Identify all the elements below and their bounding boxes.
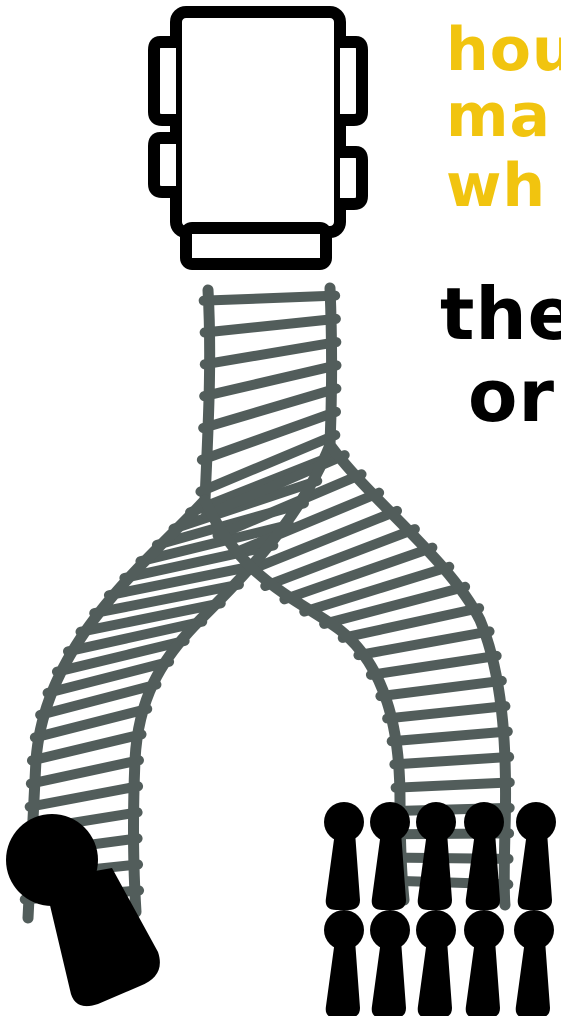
trolley-base xyxy=(186,228,326,264)
question-line-3: wh xyxy=(446,156,546,216)
group-figure-body xyxy=(326,832,360,910)
group-figure-body xyxy=(516,940,550,1016)
lone-figure-head xyxy=(6,814,98,906)
trolley-wheel-right-bottom xyxy=(340,152,362,204)
railroad-tie xyxy=(392,731,508,741)
group-figure-head xyxy=(416,910,456,950)
group-figure xyxy=(514,910,554,1016)
trolley-wheel-right-top xyxy=(340,42,362,120)
group-figure-head xyxy=(370,910,410,950)
rail-right-branch-inner xyxy=(205,500,404,900)
group-figure-body xyxy=(518,832,552,910)
trolley-wheel-left-top xyxy=(154,42,176,120)
group-figure-head xyxy=(464,910,504,950)
group-figure-body xyxy=(372,832,406,910)
group-figure-head xyxy=(324,802,364,842)
answer-line-1: the xyxy=(440,278,561,350)
railroad-tie xyxy=(387,706,505,718)
group-figure-body xyxy=(418,940,452,1016)
trolley xyxy=(154,12,362,264)
group-figure xyxy=(416,910,456,1016)
railroad-tie xyxy=(31,760,139,783)
trolley-wheel-left-bottom xyxy=(154,138,176,192)
group-figure-head xyxy=(324,910,364,950)
railroad-tie xyxy=(204,296,336,301)
railroad-tie xyxy=(394,757,509,764)
group-figure-body xyxy=(466,832,500,910)
railroad-tie xyxy=(396,782,510,787)
group-figure-head xyxy=(416,802,456,842)
railroad-tie xyxy=(205,342,337,364)
group-figure-body xyxy=(326,940,360,1016)
question-line-1: hou xyxy=(446,20,561,80)
group-figure-body xyxy=(466,940,500,1016)
trolley-body xyxy=(176,12,340,232)
rail-stem-left xyxy=(205,290,210,500)
rail-left-branch-inner xyxy=(133,445,330,912)
group-figure xyxy=(464,910,504,1016)
railroad-tie xyxy=(30,786,138,806)
group-figure-body xyxy=(372,940,406,1016)
group-figure xyxy=(324,802,364,910)
group-figure-head xyxy=(464,802,504,842)
group-figure xyxy=(324,910,364,1016)
group-figure-head xyxy=(516,802,556,842)
group-of-figures xyxy=(324,802,556,1016)
rail-stem-right xyxy=(330,288,332,445)
group-figure-head xyxy=(514,910,554,950)
railroad-tie xyxy=(205,319,336,333)
group-figure xyxy=(516,802,556,910)
answer-line-2: or xyxy=(468,360,555,432)
group-figure-head xyxy=(370,802,410,842)
question-line-2: ma xyxy=(446,86,551,146)
group-figure xyxy=(370,910,410,1016)
railroad-tie xyxy=(371,656,497,675)
group-figure-body xyxy=(418,832,452,910)
railroad-tie xyxy=(380,681,501,696)
